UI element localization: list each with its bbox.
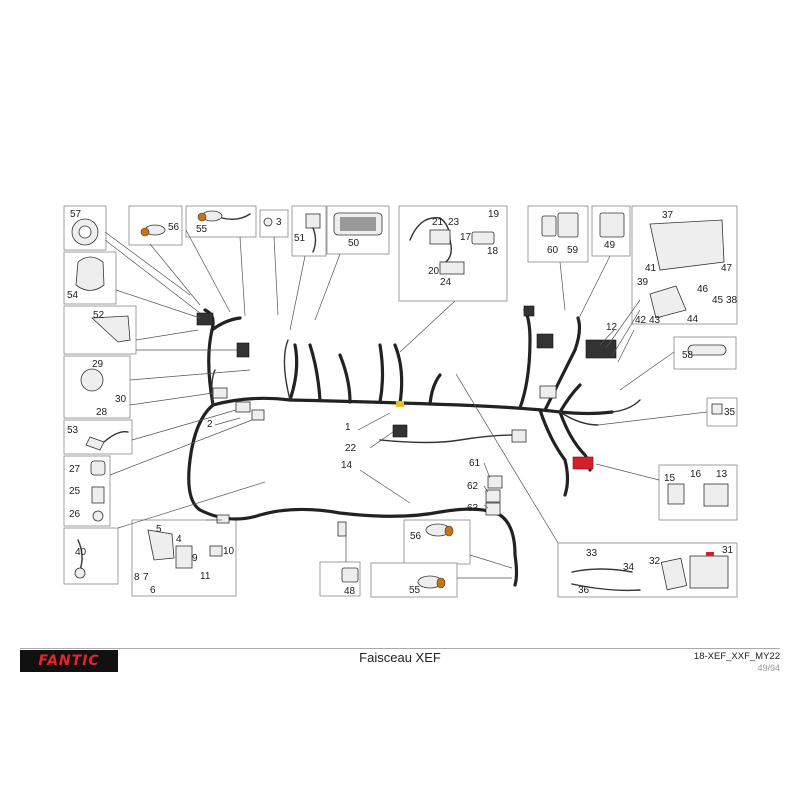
brand-logo-text: FANTIC (38, 653, 100, 669)
page-title: Faisceau XEF (359, 650, 441, 665)
callout-label: 21 (432, 217, 444, 228)
callout-label: 13 (716, 469, 728, 480)
callout-label: 20 (428, 266, 440, 277)
callout-label: 52 (93, 310, 105, 321)
callout-label: 56 (410, 531, 422, 542)
callout-label: 53 (67, 425, 79, 436)
callout-label: 37 (662, 210, 674, 221)
page-number: 49/94 (757, 663, 780, 673)
callout-label: 33 (586, 548, 598, 559)
callout-label: 58 (682, 350, 694, 361)
callout-label: 61 (469, 458, 481, 469)
callout-label: 19 (488, 209, 500, 220)
box-51 (291, 205, 327, 257)
brand-logo: FANTIC (20, 650, 118, 672)
callout-label: 60 (547, 245, 559, 256)
footer-rule (20, 648, 780, 649)
callout-label: 6 (150, 585, 156, 596)
callout-label: 26 (69, 509, 81, 520)
callout-label: 42 (635, 315, 647, 326)
callout-label: 35 (724, 407, 736, 418)
document-code: 18-XEF_XXF_MY22 (693, 651, 780, 662)
callout-label: 17 (460, 232, 472, 243)
callout-label: 41 (645, 263, 657, 274)
callout-label: 36 (578, 585, 590, 596)
callout-label: 49 (604, 240, 616, 251)
callout-label: 9 (192, 553, 198, 564)
box-55-top (185, 205, 257, 238)
callout-label: 23 (448, 217, 460, 228)
callout-label: 8 (134, 572, 140, 583)
callout-label: 3 (276, 217, 282, 228)
callout-label: 62 (467, 481, 479, 492)
callout-label: 22 (345, 443, 357, 454)
callout-label: 25 (69, 486, 81, 497)
callout-label: 7 (143, 572, 149, 583)
callout-label: 4 (176, 534, 182, 545)
callout-label: 29 (92, 359, 104, 370)
box-40 (63, 527, 119, 585)
callout-label: 11 (200, 571, 211, 582)
callout-label: 27 (69, 464, 81, 475)
callout-label: 56 (168, 222, 180, 233)
callout-label: 38 (726, 295, 738, 306)
callout-label: 55 (409, 585, 421, 596)
callout-label: 48 (344, 586, 356, 597)
callout-label: 40 (75, 547, 87, 558)
callout-label: 51 (294, 233, 306, 244)
box-ignition (398, 205, 508, 302)
callout-label: 46 (697, 284, 709, 295)
callout-label: 63 (467, 503, 479, 514)
callout-label: 34 (623, 562, 635, 573)
callout-label: 57 (70, 209, 82, 220)
callout-label: 5 (156, 524, 162, 535)
callout-label: 54 (67, 290, 79, 301)
callout-label: 28 (96, 407, 108, 418)
callout-label: 12 (606, 322, 618, 333)
callout-label: 47 (721, 263, 733, 274)
callout-label: 50 (348, 238, 360, 249)
callout-label: 10 (223, 546, 235, 557)
callout-label: 31 (722, 545, 734, 556)
leader-lines (104, 229, 708, 579)
callout-label: 30 (115, 394, 127, 405)
callout-label: 15 (664, 473, 676, 484)
callout-label: 16 (690, 469, 702, 480)
callout-label: 59 (567, 245, 579, 256)
callout-label: 32 (649, 556, 661, 567)
callout-label: 24 (440, 277, 452, 288)
callout-label: 45 (712, 295, 724, 306)
callout-label: 1 (345, 422, 351, 433)
callout-label: 44 (687, 314, 699, 325)
box-58 (673, 336, 737, 370)
callout-label: 55 (196, 224, 208, 235)
thin-wires (211, 339, 641, 444)
callout-label: 2 (207, 419, 213, 430)
callout-label: 39 (637, 277, 649, 288)
callout-label: 14 (341, 460, 353, 471)
harness-connectors (196, 305, 617, 537)
component-glyphs (71, 210, 729, 592)
callout-label: 18 (487, 246, 499, 257)
callout-label: 43 (649, 315, 661, 326)
